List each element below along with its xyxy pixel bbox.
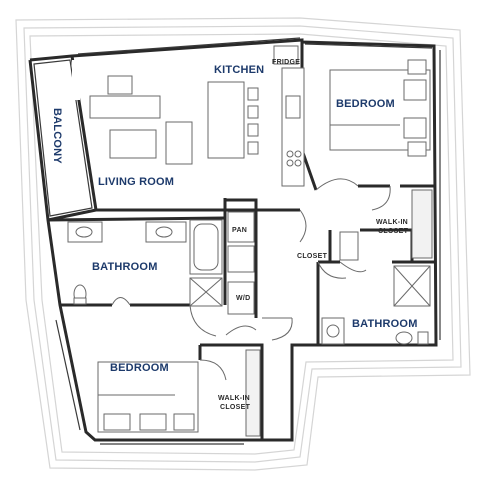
kitchen-fixtures [207,45,305,187]
walk-in-closet-1-label-line2: CLOSET [378,228,409,235]
utility-fixtures [227,211,255,315]
pan-label: PAN [232,227,247,234]
walk-in-closet-1-label-line1: WALK-IN [376,219,408,226]
walk-in-closet-2-label-line2: CLOSET [220,404,251,411]
bedroom-second-label: BEDROOM [110,362,169,374]
bathroom-left-label: BATHROOM [92,261,158,273]
bathroom-right-label: BATHROOM [352,318,418,330]
building-outline [15,17,471,471]
fridge-label: FRIDGE [272,59,300,66]
windows [55,37,441,445]
balcony [33,59,93,217]
balcony-label: BALCONY [51,108,63,164]
door-swings [111,178,391,381]
bedroom-second-furniture [97,349,261,437]
bedroom-main-furniture [329,59,431,157]
walk-in-closet-2-label-line1: WALK-IN [218,395,250,402]
bathroom-right-fixtures [321,265,431,345]
bedroom-main-label: BEDROOM [336,98,395,110]
living-furniture [72,60,193,165]
bathroom-left-fixtures [67,219,223,307]
closet-fixtures [339,189,433,261]
exterior-walls [28,38,438,442]
living-room-label: LIVING ROOM [98,176,174,188]
wd-label: W/D [236,295,251,302]
closet-label: CLOSET [297,253,328,260]
kitchen-label: KITCHEN [214,64,264,76]
